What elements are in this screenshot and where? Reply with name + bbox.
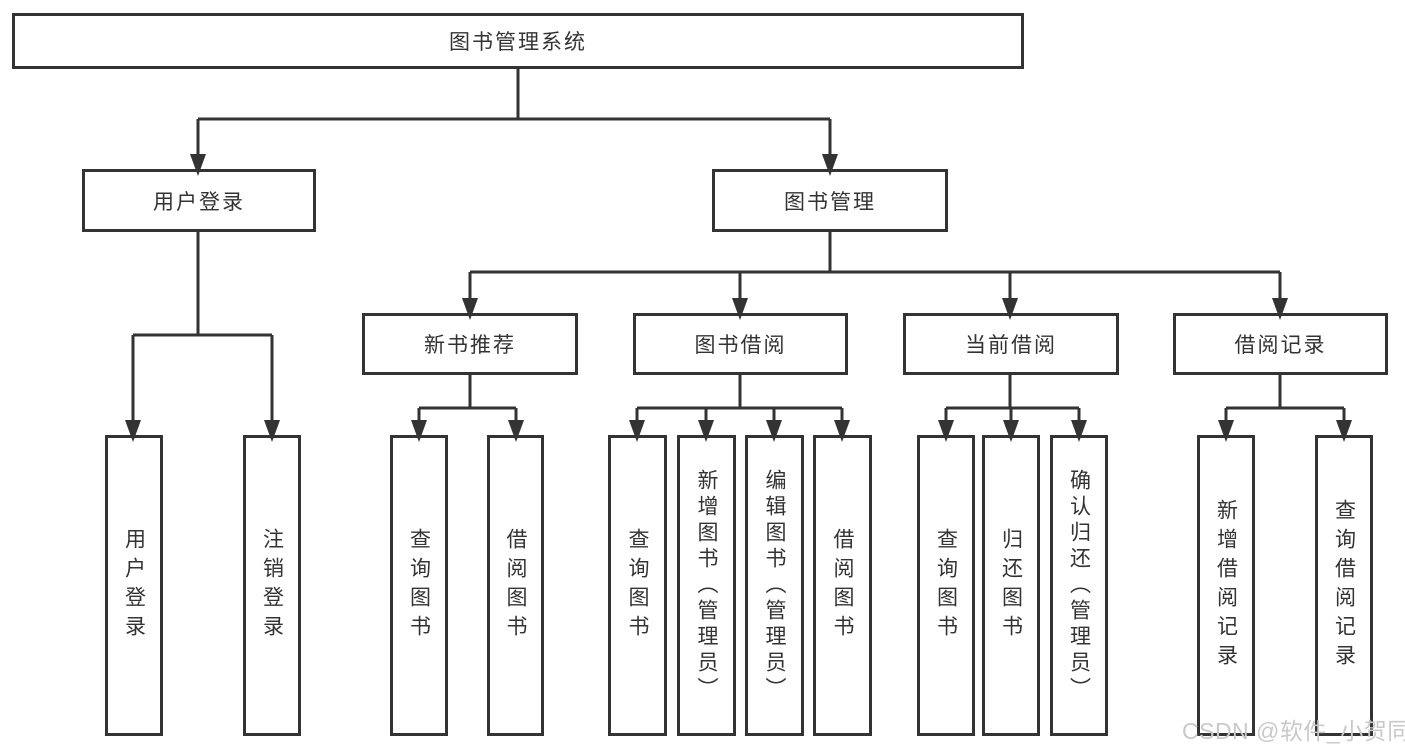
node-user-login: 用户登录 <box>82 169 316 232</box>
node-label: 借阅图书 <box>504 527 527 644</box>
leaf-query-books-borrowing: 查询图书 <box>608 435 667 736</box>
leaf-add-books-admin: 新增图书（管理员） <box>677 435 736 736</box>
node-label: 当前借阅 <box>965 334 1057 357</box>
node-root-library-system: 图书管理系统 <box>12 13 1024 69</box>
node-label: 借阅图书 <box>831 527 854 644</box>
leaf-borrow-books-borrowing: 借阅图书 <box>813 435 872 736</box>
leaf-confirm-return-admin: 确认归还（管理员） <box>1050 435 1108 736</box>
node-label: 新增图书（管理员） <box>695 468 718 703</box>
node-label: 图书管理系统 <box>449 31 587 54</box>
node-borrowing-records: 借阅记录 <box>1173 313 1388 375</box>
leaf-logout: 注销登录 <box>243 435 301 736</box>
node-label: 查询借阅记录 <box>1332 498 1356 673</box>
node-label: 注销登录 <box>260 527 284 644</box>
node-label: 新增借阅记录 <box>1214 498 1238 673</box>
node-label: 用户登录 <box>153 190 245 214</box>
node-label: 查询图书 <box>626 527 649 644</box>
node-new-book-recommendation: 新书推荐 <box>362 313 578 375</box>
leaf-query-books-recommend: 查询图书 <box>390 435 448 736</box>
leaf-add-borrow-record: 新增借阅记录 <box>1197 435 1255 736</box>
leaf-return-books: 归还图书 <box>982 435 1040 736</box>
leaf-query-borrow-record: 查询借阅记录 <box>1315 435 1373 736</box>
node-label: 归还图书 <box>999 527 1023 644</box>
node-book-management: 图书管理 <box>712 169 948 232</box>
watermark: CSDN @软件_小贺同学 <box>1182 718 1405 744</box>
node-label: 编辑图书（管理员） <box>763 468 786 703</box>
leaf-query-books-current: 查询图书 <box>917 435 975 736</box>
node-label: 新书推荐 <box>424 334 516 357</box>
node-label: 用户登录 <box>122 527 146 644</box>
node-label: 查询图书 <box>934 527 958 644</box>
node-label: 借阅记录 <box>1234 334 1327 357</box>
node-label: 查询图书 <box>407 527 431 644</box>
node-label: 确认归还（管理员） <box>1067 468 1091 703</box>
leaf-borrow-books-recommend: 借阅图书 <box>487 435 544 736</box>
node-book-borrowing: 图书借阅 <box>633 313 848 375</box>
node-label: 图书管理 <box>784 190 876 214</box>
leaf-user-login: 用户登录 <box>105 435 163 736</box>
node-label: 图书借阅 <box>694 334 787 357</box>
node-current-borrowing: 当前借阅 <box>903 313 1119 375</box>
leaf-edit-books-admin: 编辑图书（管理员） <box>745 435 804 736</box>
